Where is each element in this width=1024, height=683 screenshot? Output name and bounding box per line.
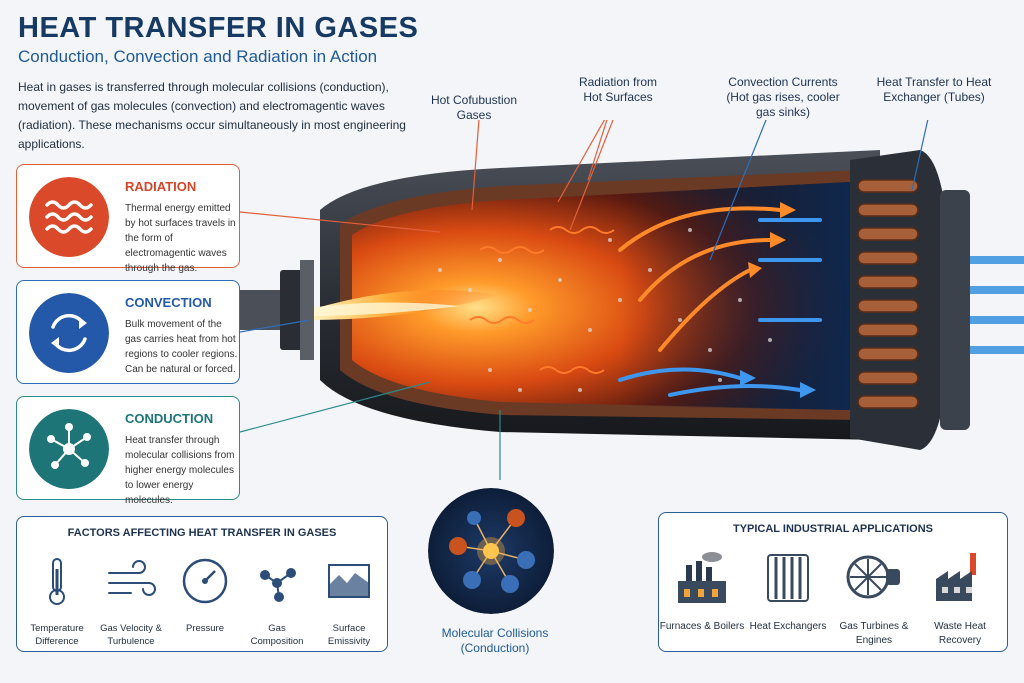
surface-icon [328,564,370,598]
application-heat-exchangers: Heat Exchangers [745,549,831,634]
factors-title: FACTORS AFFECTING HEAT TRANSFER IN GASES [67,527,337,539]
page-subtitle: Conduction, Convection and Radiation in … [18,47,378,66]
convection-callout: Convection Currents (Hot gas rises, cool… [726,75,840,119]
factor-label: Gas Velocity & Turbulence [100,623,162,647]
molecular-collisions-caption: Molecular Collisions (Conduction) [441,626,549,655]
application-label: Gas Turbines & Engines [839,621,909,646]
applications-panel: TYPICAL INDUSTRIAL APPLICATIONS Furnaces… [658,512,1008,652]
factor-pressure: Pressure [169,555,241,635]
factor-gas-velocity: Gas Velocity & Turbulence [95,555,167,648]
thermometer-icon [49,558,65,605]
factor-surface-emissivity: Surface Emissivity [313,555,385,648]
factor-temperature: Temperature Difference [21,555,93,648]
conduction-title: CONDUCTION [125,411,214,426]
factor-label: Pressure [185,623,224,634]
application-label: Furnaces & Boilers [659,621,745,632]
radiation-callout: Radiation from Hot Surfaces [578,75,658,104]
plant-icon [936,553,976,601]
factor-label: Gas Composition [250,623,304,647]
application-furnaces: Furnaces & Boilers [659,549,745,634]
radiation-description: Thermal energy emitted by hot surfaces t… [125,203,236,274]
radiation-card: RADIATION Thermal energy emitted by hot … [16,164,240,274]
wave-icon [29,177,109,257]
molecule-icon [260,568,296,602]
factor-label: Temperature Difference [30,623,84,647]
wind-icon [108,560,156,596]
combustion-gases-callout: Hot Cofubustion Gases [430,93,518,122]
molecule-network-icon [29,409,109,489]
convection-card: CONVECTION Bulk movement of the gas carr… [16,280,240,384]
factors-panel: FACTORS AFFECTING HEAT TRANSFER IN GASES… [16,516,388,652]
application-label: Waste Heat Recovery [934,621,986,646]
application-waste-heat: Waste Heat Recovery [917,549,1003,648]
circular-arrows-icon [29,293,109,373]
conduction-card: CONDUCTION Heat transfer through molecul… [16,396,240,506]
intro-text: Heat in gases is transferred through mol… [18,80,406,151]
convection-description: Bulk movement of the gas carries heat fr… [125,319,238,375]
page-title: HEAT TRANSFER IN GASES [18,12,419,44]
pressure-gauge-icon [182,558,228,604]
heat-exchanger-callout: Heat Transfer to Heat Exchanger (Tubes) [876,75,992,104]
application-gas-turbines: Gas Turbines & Engines [831,549,917,648]
factory-icon [678,552,726,603]
application-label: Heat Exchangers [749,621,827,632]
conduction-description: Heat transfer through molecular collisio… [125,435,235,506]
heat-exchanger-icon [767,554,809,602]
convection-title: CONVECTION [125,295,212,310]
turbine-icon [846,555,900,599]
combustion-chamber-illustration [240,120,1024,480]
factor-label: Surface Emissivity [327,623,371,647]
radiation-title: RADIATION [125,179,197,194]
applications-title: TYPICAL INDUSTRIAL APPLICATIONS [732,523,934,535]
molecular-collisions-inset [428,488,554,614]
factor-gas-composition: Gas Composition [241,555,313,648]
